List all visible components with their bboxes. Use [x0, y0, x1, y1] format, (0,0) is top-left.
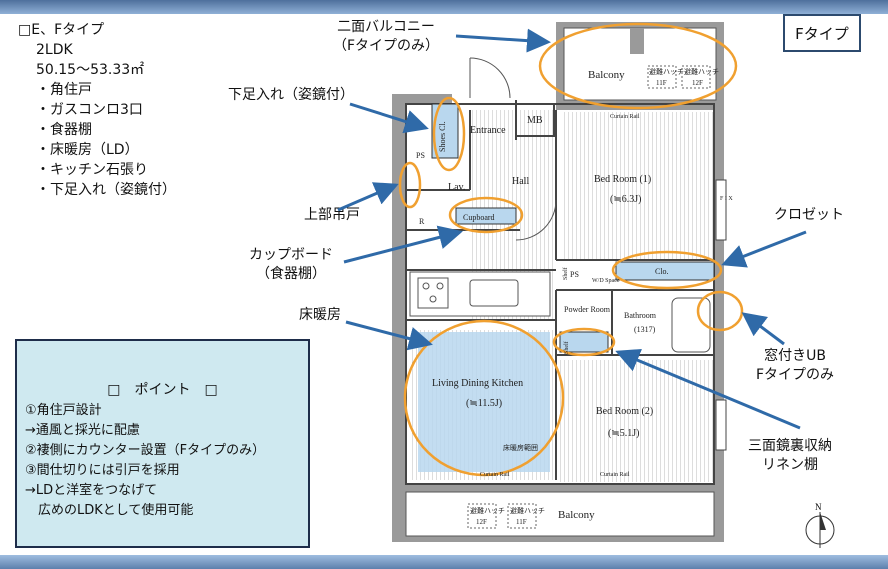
ldk-size: (≒11.5J): [466, 398, 502, 409]
hall-label: Hall: [512, 176, 529, 187]
callout-upper-cabinet: 上部吊戸: [304, 207, 360, 223]
entrance-label: Entrance: [470, 125, 506, 136]
callout-shoe-closet: 下足入れ（姿鏡付）: [228, 87, 354, 103]
callout-closet: クロゼット: [774, 207, 844, 223]
callout-line: カップボード: [249, 247, 333, 263]
bedroom2-floor: [560, 360, 714, 482]
bathroom-label: Bathroom: [624, 311, 657, 320]
wic-label: W/D Space: [592, 278, 620, 284]
shelf-label: Shelf: [562, 267, 569, 280]
callout-line: 二面バルコニー: [337, 19, 435, 35]
cupboard-box: [455, 207, 517, 225]
svg-text:12F: 12F: [476, 518, 487, 526]
type-badge: Fタイプ: [783, 14, 861, 52]
points-title: □ ポイント □: [107, 382, 218, 398]
powder-room-label: Powder Room: [564, 305, 611, 314]
bedroom1-label: Bed Room (1): [594, 174, 651, 185]
unit-type-title: □E、Fタイプ: [18, 22, 105, 38]
hatch-box: [681, 65, 711, 89]
feature-item: ・食器棚: [36, 122, 92, 138]
bedroom1-size: (≒6.3J): [610, 194, 641, 205]
balcony-top-label: Balcony: [588, 69, 625, 81]
callout-mirror-storage: 三面鏡裏収納 リネン棚: [748, 437, 832, 475]
ps-label: PS: [570, 270, 579, 279]
footer-bar: [0, 555, 888, 569]
svg-text:11F: 11F: [656, 79, 667, 87]
unit-area: 50.15〜53.33㎡: [36, 62, 145, 78]
north-label: N: [815, 502, 822, 512]
point-line: 広めのLDKとして使用可能: [25, 503, 194, 518]
feature-item: ・下足入れ（姿鏡付）: [36, 182, 176, 198]
hatch-box: [467, 503, 497, 529]
unit-layout: 2LDK: [36, 42, 73, 58]
curtain-rail-label: Curtain Rail: [610, 114, 640, 120]
curtain-rail-label: Curtain Rail: [600, 472, 630, 478]
clo-label: Clo.: [655, 267, 669, 276]
floor-heating-area-label: 床暖房範囲: [503, 443, 538, 452]
callout-balcony: 二面バルコニー （Fタイプのみ）: [333, 18, 439, 56]
bathtub: [671, 297, 711, 353]
callout-line: 窓付きUB: [764, 348, 826, 364]
shoes-cl-label: Shoes Cl.: [438, 121, 447, 152]
closet-box: [615, 261, 715, 281]
hatch-box: [507, 503, 537, 529]
callout-window-ub: 窓付きUB Fタイプのみ: [756, 347, 834, 385]
bathroom-size: (1317): [634, 325, 656, 334]
points-box: □ ポイント □ ①角住戸設計 →通風と採光に配慮 ②褄側にカウンター設置（Fタ…: [15, 339, 310, 548]
feature-item: ・キッチン石張り: [36, 162, 148, 178]
balcony-bottom-label: Balcony: [558, 509, 595, 521]
callout-line: 三面鏡裏収納: [748, 438, 832, 454]
r-label: R: [419, 217, 425, 226]
callout-cupboard: カップボード （食器棚）: [249, 246, 333, 284]
svg-text:11F: 11F: [516, 518, 527, 526]
svg-text:避難ハッチ: 避難ハッチ: [470, 506, 505, 515]
fix-label: F I X: [720, 196, 733, 202]
callout-line: リネン棚: [762, 457, 818, 473]
points-lines: ①角住戸設計 →通風と採光に配慮 ②褄側にカウンター設置（Fタイプのみ） ③間仕…: [25, 401, 265, 521]
mb-label: MB: [527, 115, 543, 126]
hatch-box: [647, 65, 677, 89]
svg-text:避難ハッチ: 避難ハッチ: [510, 506, 545, 515]
shelf-label: Shelf: [563, 341, 570, 354]
callout-line: Fタイプのみ: [756, 367, 835, 383]
header-bar: [0, 0, 888, 14]
svg-text:避難ハッチ: 避難ハッチ: [684, 67, 719, 76]
mirror-storage-box: [559, 331, 609, 353]
feature-item: ・ガスコンロ3口: [36, 102, 143, 118]
highlight-rings: [398, 22, 744, 477]
unit-spec-list: □E、Fタイプ 2LDK 50.15〜53.33㎡ ・角住戸 ・ガスコンロ3口 …: [18, 20, 176, 200]
feature-item: ・角住戸: [36, 82, 92, 98]
ldk-label: Living Dining Kitchen: [432, 378, 523, 389]
callout-line: （Fタイプのみ）: [333, 38, 440, 54]
curtain-rail-label: Curtain Rail: [480, 472, 510, 478]
north-arrow: N: [805, 502, 835, 548]
bedroom1-floor: [564, 112, 714, 260]
bedroom2-size: (≒5.1J): [608, 428, 639, 439]
point-line: →LDと洋室をつなげて: [25, 483, 158, 498]
feature-item: ・床暖房（LD）: [36, 142, 139, 158]
point-line: ③間仕切りには引戸を採用: [25, 463, 180, 478]
balcony-bottom: [405, 491, 715, 537]
svg-text:避難ハッチ: 避難ハッチ: [649, 67, 684, 76]
ldk-highlight: [418, 332, 550, 472]
callout-floor-heating: 床暖房: [299, 307, 341, 323]
svg-text:12F: 12F: [692, 79, 703, 87]
point-line: ②褄側にカウンター設置（Fタイプのみ）: [25, 443, 266, 458]
point-line: ①角住戸設計: [25, 403, 102, 418]
kitchen-counter: [409, 271, 551, 317]
callout-line: （食器棚）: [256, 266, 326, 282]
point-line: →通風と採光に配慮: [25, 423, 140, 438]
callout-arrows: [337, 28, 807, 430]
ps-label: PS: [416, 151, 425, 160]
bedroom2-label: Bed Room (2): [596, 406, 653, 417]
lav-label: Lav.: [448, 182, 465, 193]
cupboard-label: Cupboard: [463, 213, 495, 222]
